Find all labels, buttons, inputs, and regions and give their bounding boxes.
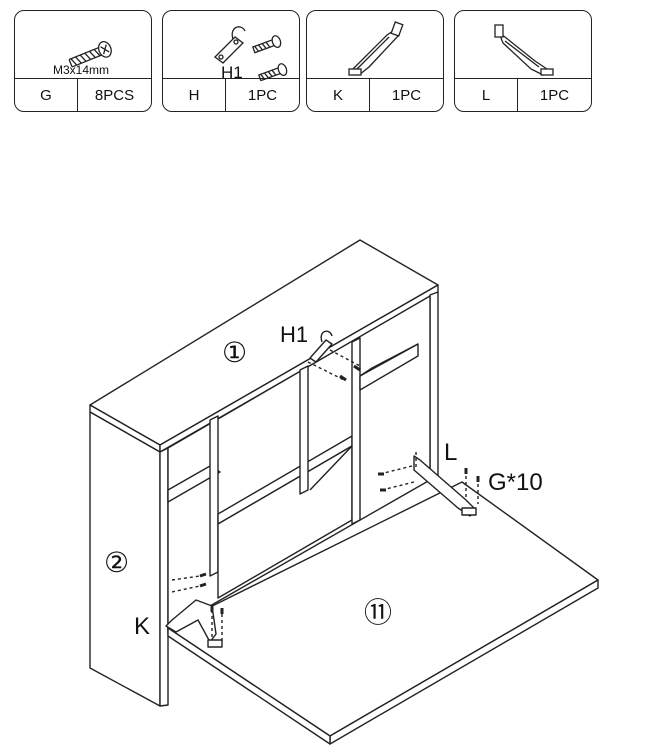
callout-hook: H1 — [280, 322, 308, 347]
part-image-h: H1 — [163, 11, 299, 82]
divider-center — [299, 365, 309, 495]
divider-right — [351, 337, 361, 525]
part-image-g: M3x14mm — [15, 11, 151, 81]
screw-icon — [68, 40, 112, 68]
part-row-l: L 1PC — [455, 78, 591, 111]
shelf-center-slope — [309, 445, 353, 491]
part-row-h: H 1PC — [163, 78, 299, 111]
part-qty-h: 1PC — [247, 86, 278, 104]
callout-panel-top: ① — [222, 337, 247, 368]
callout-panel-flap: ⑪ — [364, 597, 392, 628]
part-code-k: K — [307, 79, 370, 111]
hook-subcode-label: H1 — [221, 63, 243, 82]
part-card-k: K 1PC — [306, 10, 444, 112]
part-card-l: L 1PC — [454, 10, 592, 112]
part-code-h: H — [163, 79, 226, 111]
part-code-l: L — [455, 79, 518, 111]
part-card-g: M3x14mm G 8PCS — [14, 10, 152, 112]
support-hinge-icon — [494, 24, 554, 76]
part-qty-k: 1PC — [391, 86, 422, 104]
part-image-k — [307, 11, 443, 81]
shelf-left — [167, 465, 221, 503]
hinge-right — [378, 452, 480, 517]
part-row-g: G 8PCS — [15, 78, 151, 111]
callout-hinge-left: K — [134, 613, 150, 640]
panel-side-left-edge — [159, 447, 169, 707]
callout-panel-side: ② — [104, 547, 129, 578]
part-card-h: H1 H 1PC — [162, 10, 300, 112]
part-image-l — [455, 11, 591, 81]
panel-side-right — [429, 291, 439, 481]
callout-hinge-right: L — [444, 439, 457, 466]
shelf-right-top — [359, 343, 419, 377]
callout-screws: G*10 — [488, 469, 543, 496]
support-hinge-icon — [348, 21, 404, 76]
part-qty-l: 1PC — [539, 86, 570, 104]
hook-screw — [339, 374, 347, 382]
callouts: ① ② ⑪ H1 K L G*10 — [104, 322, 543, 640]
divider-left — [209, 415, 219, 577]
screw-size-label: M3x14mm — [53, 63, 110, 77]
part-code-g: G — [15, 79, 78, 111]
part-qty-g: 8PCS — [94, 86, 135, 104]
hook-screw-guide — [307, 349, 361, 381]
hook-screw — [353, 364, 361, 372]
hinge-left — [165, 572, 224, 648]
hook-bracket — [309, 330, 333, 363]
hook-bracket-icon — [214, 26, 288, 82]
part-row-k: K 1PC — [307, 78, 443, 111]
panel-flap-front-edge — [167, 627, 331, 745]
